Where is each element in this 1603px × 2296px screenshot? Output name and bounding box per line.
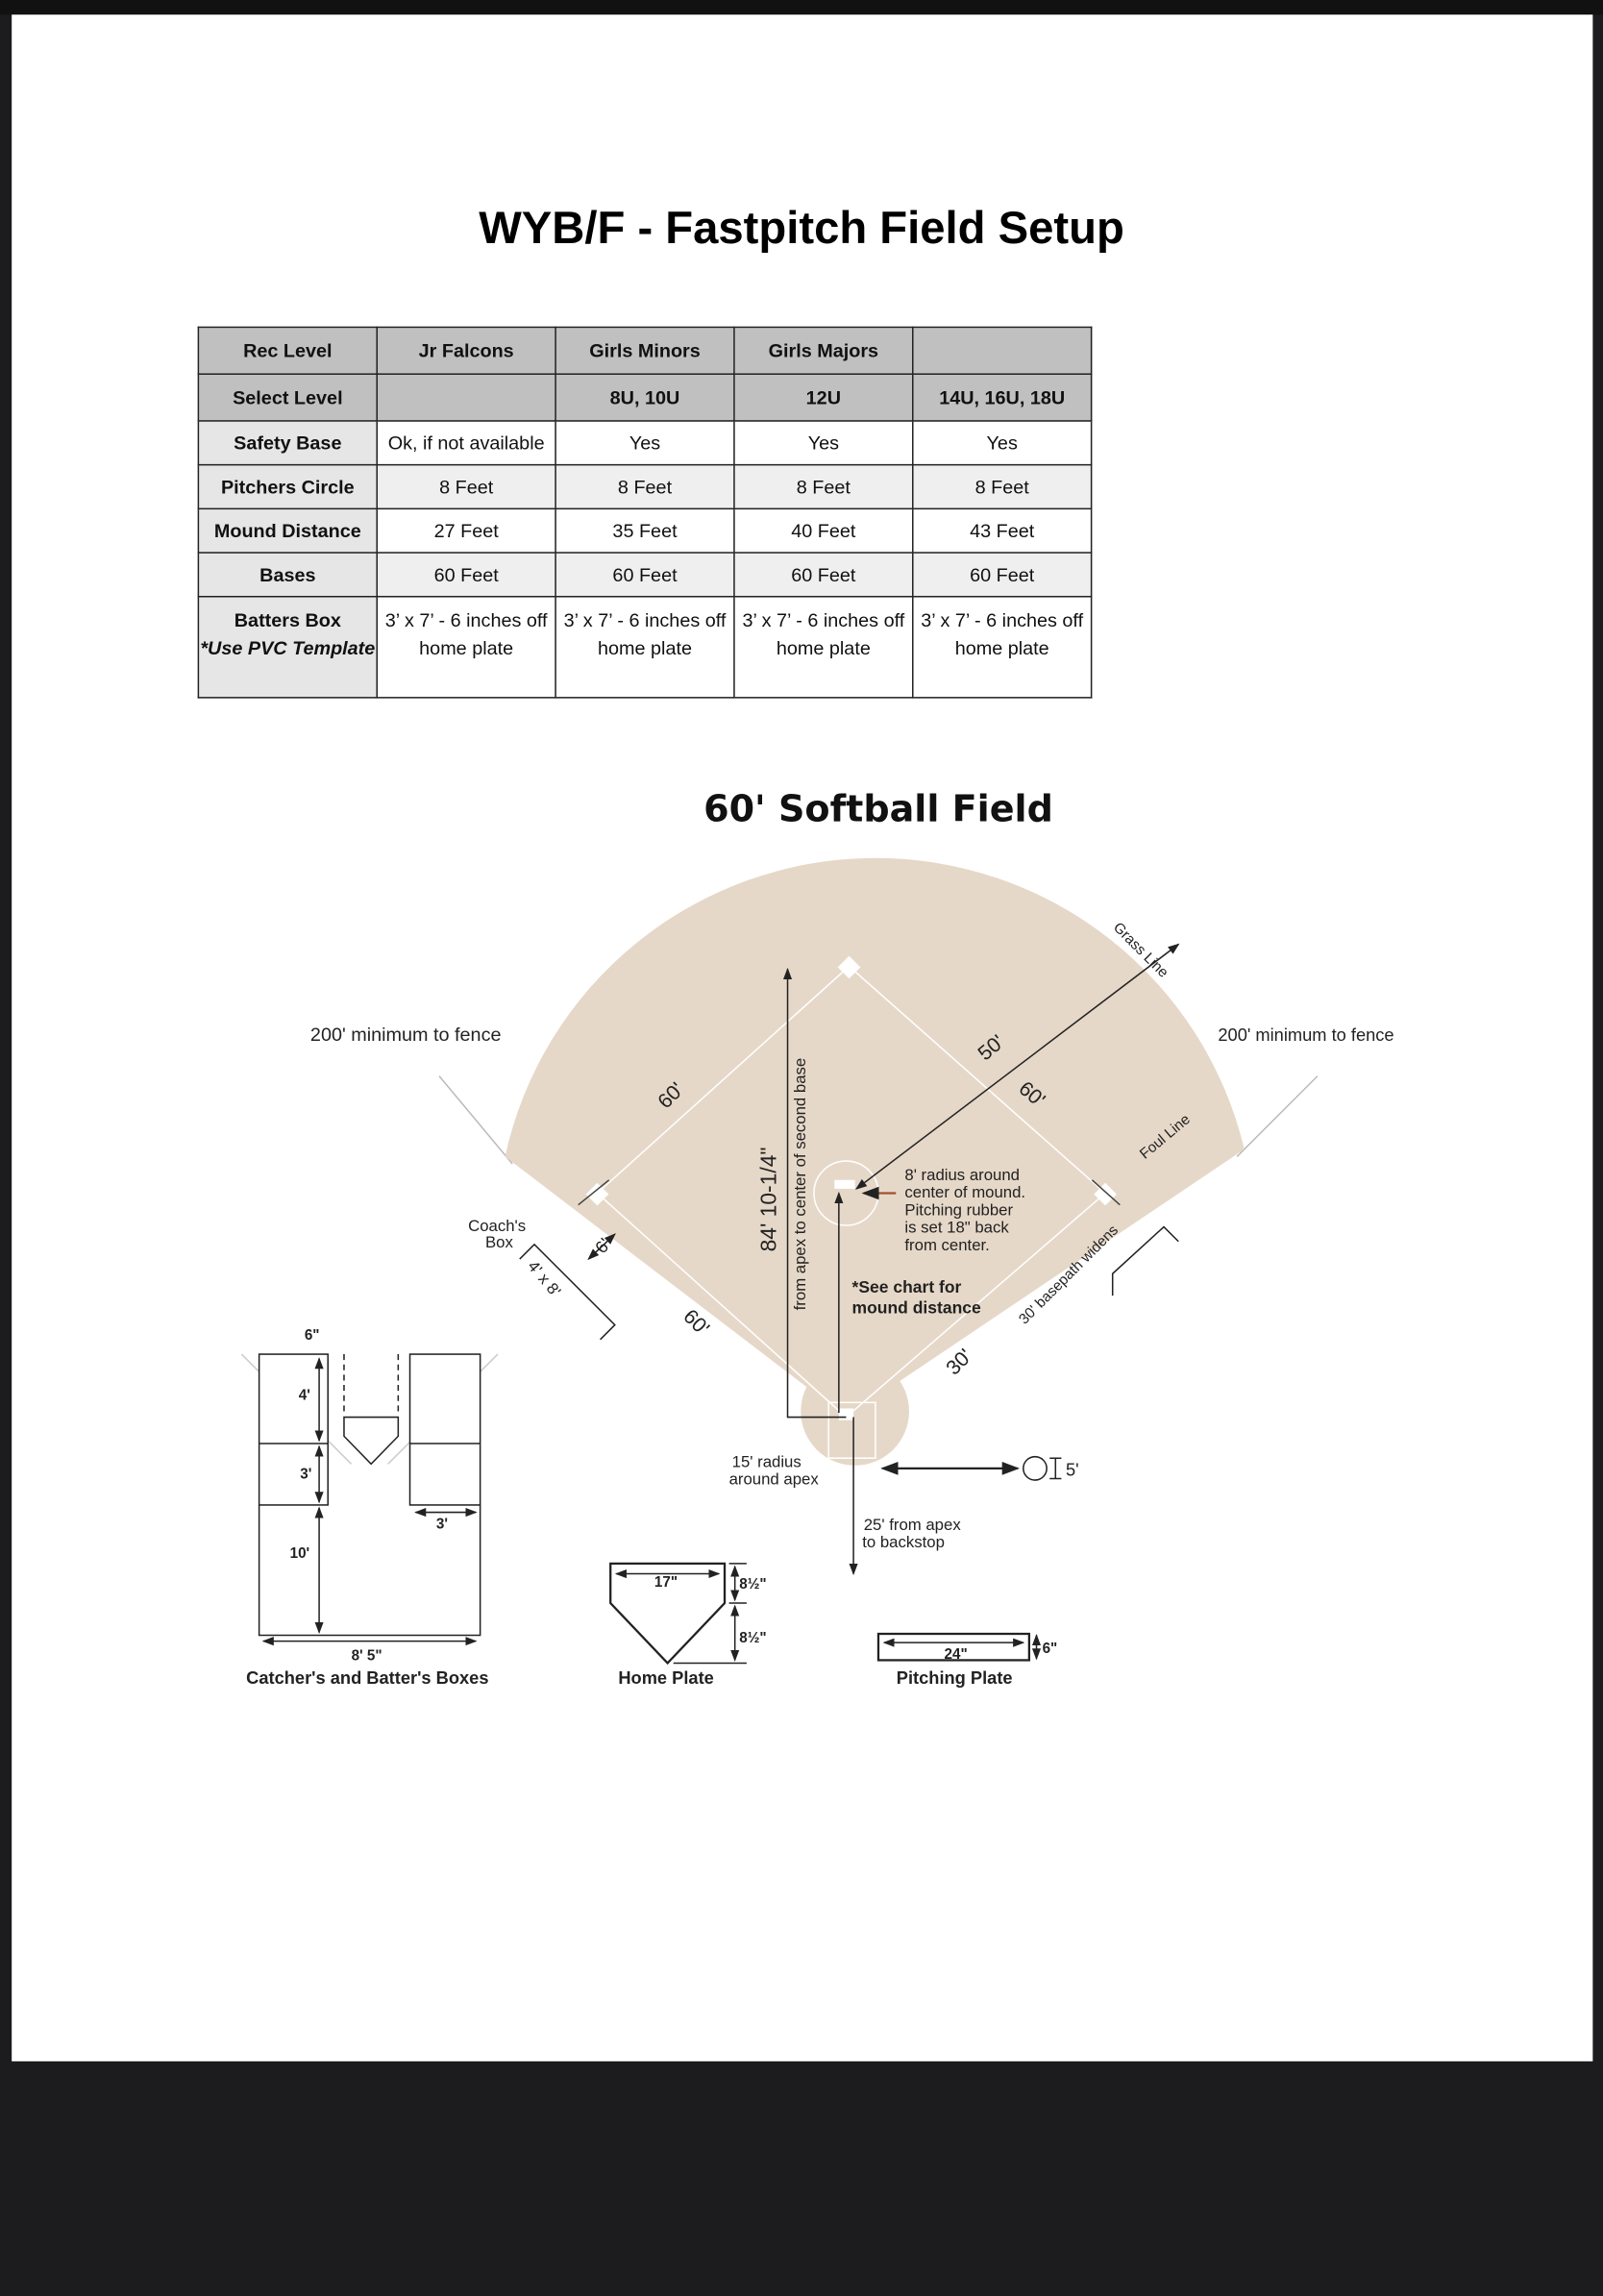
row-label: Select Level: [197, 373, 379, 422]
row-label-text: Batters Box: [234, 608, 341, 631]
row-label: Bases: [197, 552, 379, 598]
table-cell: Girls Majors: [733, 326, 914, 375]
basepath-bracket: [1111, 1225, 1179, 1296]
table-cell: 40 Feet: [733, 507, 914, 554]
table-row: Batters Box *Use PVC Template 3’ x 7’ - 6…: [197, 595, 1093, 699]
row-label-note: *Use PVC Template: [200, 636, 376, 659]
table-cell: 3’ x 7’ - 6 inches off home plate: [376, 595, 556, 699]
chart-note: *See chart for mound distance: [852, 1277, 981, 1317]
table-cell: 60 Feet: [912, 552, 1093, 598]
apex-circle: [801, 1357, 909, 1466]
dimension-label: 30': [942, 1345, 977, 1380]
row-label: Pitchers Circle: [197, 463, 379, 510]
table-row: Rec Level Jr Falcons Girls Minors Girls …: [197, 326, 1093, 375]
table-row: Mound Distance 27 Feet 35 Feet 40 Feet 4…: [197, 507, 1093, 554]
fence-left-label: 200' minimum to fence: [310, 1025, 502, 1046]
table-cell: 3’ x 7’ - 6 inches off home plate: [733, 595, 914, 699]
table-row: Bases 60 Feet 60 Feet 60 Feet 60 Feet: [197, 552, 1093, 598]
on-deck-circle: [1023, 1455, 1048, 1481]
plate-dim: 8½": [739, 1576, 766, 1592]
pitching-plate-detail: [876, 1632, 1042, 1662]
row-label: Mound Distance: [197, 507, 379, 554]
circle-size-label: 5': [1066, 1459, 1079, 1479]
table-cell: 8U, 10U: [555, 373, 735, 422]
home-plate-mark: [838, 1408, 854, 1420]
table-cell: Girls Minors: [555, 326, 735, 375]
table-cell: 8 Feet: [912, 463, 1093, 510]
table-cell: Yes: [912, 420, 1093, 466]
table-cell: 3’ x 7’ - 6 inches off home plate: [912, 595, 1093, 699]
rubber-dim: 6": [1043, 1641, 1058, 1657]
second-base-note: from apex to center of second base: [791, 1058, 809, 1311]
coach-distance: [587, 1233, 616, 1261]
table-cell: Ok, if not available: [376, 420, 556, 466]
rubber-dim: 24": [945, 1646, 968, 1663]
table-cell: 8 Feet: [555, 463, 735, 510]
coach-box: [519, 1243, 616, 1341]
diagram-title: 60' Softball Field: [703, 787, 1053, 830]
table-cell: [376, 373, 556, 422]
pitching-rubber: [834, 1179, 855, 1189]
box-dim: 10': [290, 1545, 310, 1562]
table-cell: 3’ x 7’ - 6 inches off home plate: [555, 595, 735, 699]
table-row: Select Level 8U, 10U 12U 14U, 16U, 18U: [197, 373, 1093, 422]
table-cell: 43 Feet: [912, 507, 1093, 554]
table-cell: 27 Feet: [376, 507, 556, 554]
fence-right-label: 200' minimum to fence: [1218, 1025, 1393, 1045]
coach-box-label: Coach's Box: [468, 1217, 530, 1251]
table-cell: 35 Feet: [555, 507, 735, 554]
backstop-label: 25' from apex to backstop: [862, 1516, 965, 1551]
table-cell: 60 Feet: [733, 552, 914, 598]
table-cell: Yes: [733, 420, 914, 466]
field-setup-table: Rec Level Jr Falcons Girls Minors Girls …: [197, 326, 1093, 699]
batters-box: [827, 1401, 876, 1459]
grass-line-dimension: [854, 943, 1180, 1190]
plate-caption: Home Plate: [618, 1667, 713, 1688]
plate-dim: 8½": [739, 1630, 766, 1646]
box-dim: 6": [305, 1327, 320, 1344]
table-cell: 8 Feet: [376, 463, 556, 510]
page-title: WYB/F - Fastpitch Field Setup: [479, 202, 1124, 254]
table-cell: Jr Falcons: [376, 326, 556, 375]
table-cell: [912, 326, 1093, 375]
top-bar: [0, 0, 1603, 15]
apex-radius-label: 15' radius around apex: [729, 1452, 820, 1488]
boxes-caption: Catcher's and Batter's Boxes: [246, 1667, 488, 1688]
row-label: Rec Level: [197, 326, 379, 375]
second-base: [837, 955, 861, 979]
coach-size-label: 4' x 8': [524, 1257, 564, 1300]
table-row: Pitchers Circle 8 Feet 8 Feet 8 Feet 8 F…: [197, 463, 1093, 510]
box-dim: 3': [300, 1467, 311, 1483]
table-cell: 14U, 16U, 18U: [912, 373, 1093, 422]
box-dim: 4': [299, 1387, 310, 1403]
table-cell: 8 Feet: [733, 463, 914, 510]
second-base-dist-label: 84' 10-1/4": [755, 1147, 780, 1251]
box-dim: 8' 5": [352, 1647, 382, 1664]
tick: [578, 1179, 610, 1206]
circle-size-mark: [1049, 1457, 1062, 1480]
row-label: Batters Box *Use PVC Template: [197, 595, 379, 699]
box-dim: 3': [436, 1516, 448, 1532]
mound-note: 8' radius around center of mound. Pitchi…: [904, 1166, 1029, 1254]
foul-line-extension: [1236, 1075, 1319, 1157]
table-row: Safety Base Ok, if not available Yes Yes…: [197, 420, 1093, 466]
plate-dim: 17": [654, 1574, 678, 1591]
home-plate-detail: [609, 1562, 747, 1666]
second-base-dimension: [782, 967, 847, 1419]
table-cell: Yes: [555, 420, 735, 466]
row-label: Safety Base: [197, 420, 379, 466]
table-cell: 12U: [733, 373, 914, 422]
foul-line-extension: [438, 1075, 513, 1165]
catcher-batter-boxes: [240, 1353, 499, 1646]
rubber-caption: Pitching Plate: [897, 1667, 1013, 1688]
table-cell: 60 Feet: [376, 552, 556, 598]
